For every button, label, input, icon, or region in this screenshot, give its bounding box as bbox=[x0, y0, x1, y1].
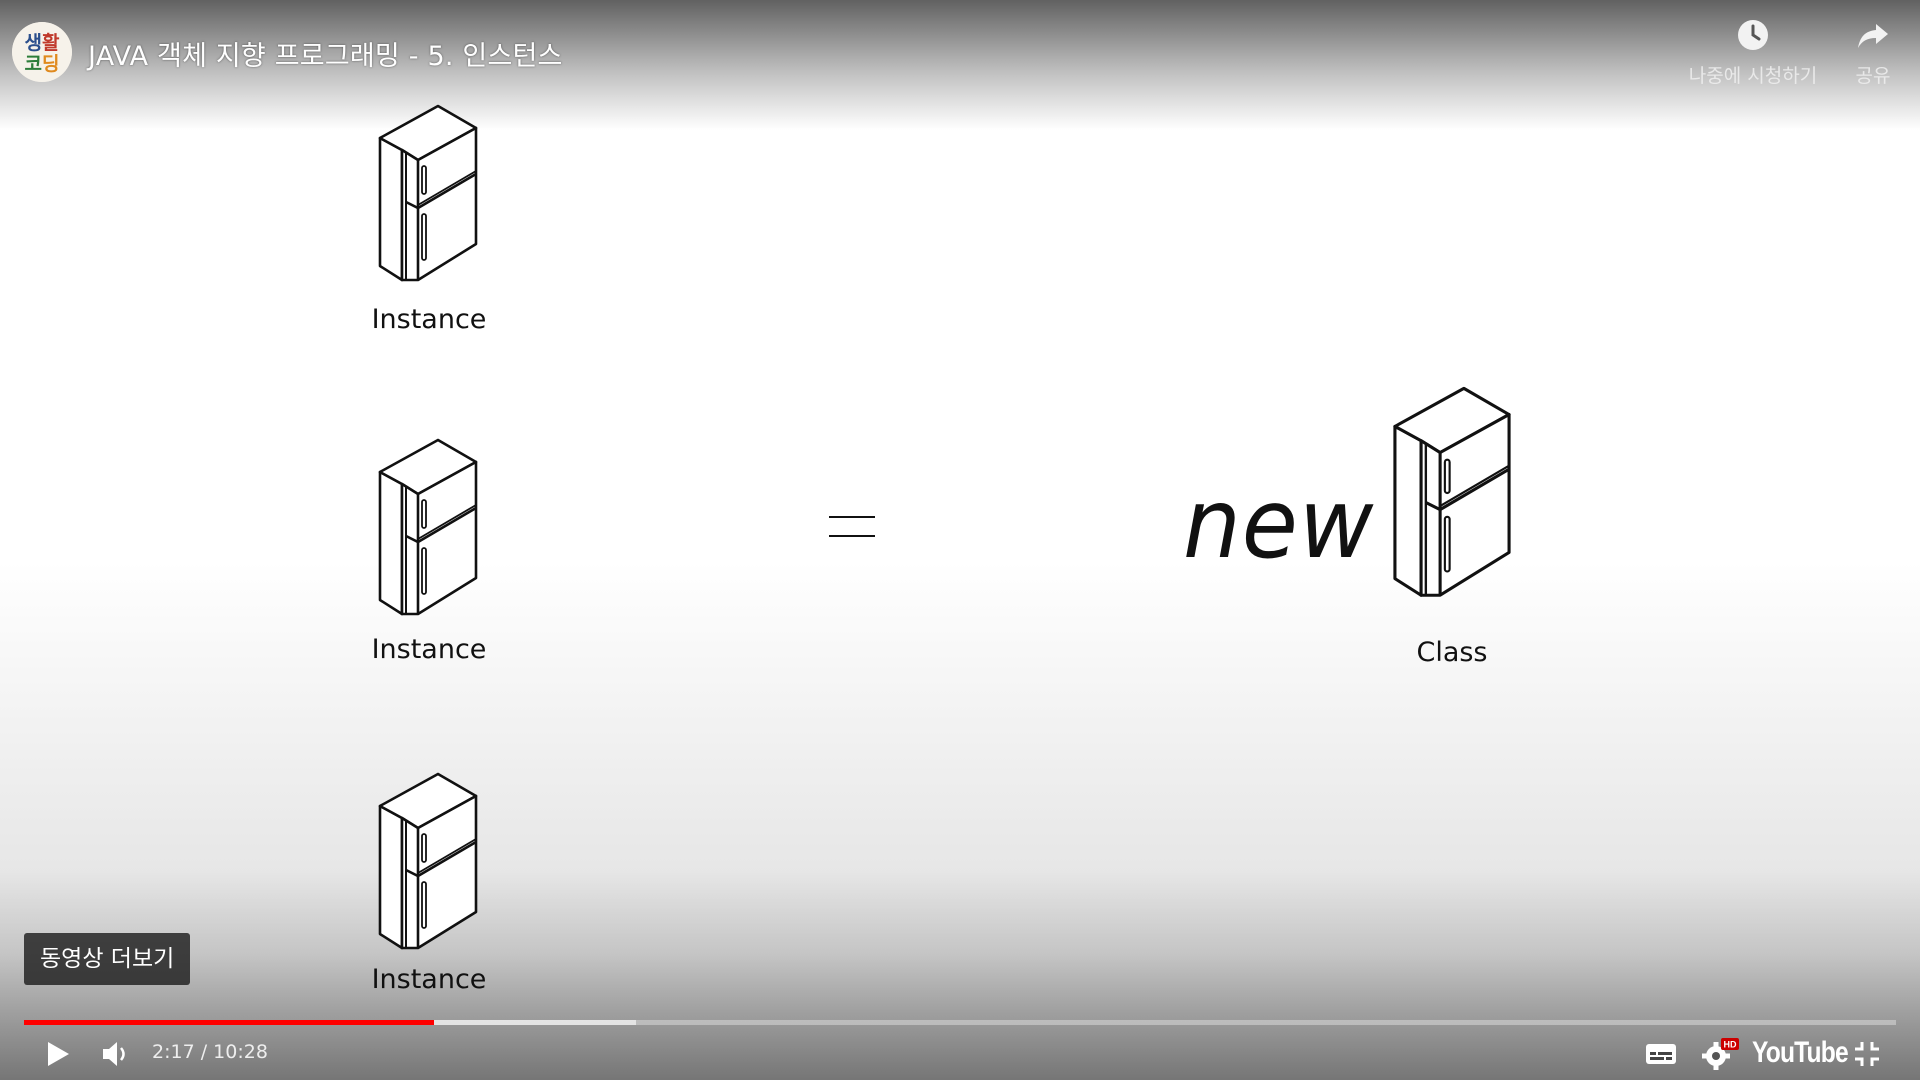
settings-icon: HD bbox=[1702, 1038, 1739, 1070]
volume-icon bbox=[103, 1042, 125, 1066]
video-title[interactable]: JAVA 객체 지향 프로그래밍 - 5. 인스턴스 bbox=[88, 41, 563, 72]
top-gradient bbox=[0, 0, 1920, 130]
share-label: 공유 bbox=[1855, 65, 1891, 87]
class-label: Class bbox=[1416, 637, 1488, 668]
svg-text:생활: 생활 bbox=[25, 32, 60, 54]
progress-bar[interactable] bbox=[24, 1020, 1896, 1025]
play-icon bbox=[48, 1042, 69, 1066]
subtitles-icon bbox=[1646, 1044, 1676, 1064]
svg-text:코딩: 코딩 bbox=[25, 53, 60, 75]
instance-label-2: Instance bbox=[371, 634, 487, 665]
volume-button[interactable] bbox=[100, 1034, 132, 1074]
watch-later-button[interactable]: 나중에 시청하기 bbox=[1668, 18, 1838, 88]
watch-later-label: 나중에 시청하기 bbox=[1688, 65, 1818, 87]
exit-fullscreen-icon bbox=[1855, 1042, 1879, 1066]
channel-avatar[interactable]: 생활 코딩 bbox=[12, 22, 72, 82]
new-keyword: new bbox=[1183, 468, 1375, 580]
channel-logo-icon: 생활 코딩 bbox=[12, 22, 72, 82]
exit-fullscreen-button[interactable] bbox=[1852, 1034, 1882, 1074]
more-videos-button[interactable]: 동영상 더보기 bbox=[24, 933, 191, 985]
instance-label-3: Instance bbox=[371, 964, 487, 995]
equals-sign bbox=[829, 516, 875, 537]
bottom-gradient bbox=[0, 870, 1920, 1080]
hd-badge-label: HD bbox=[1724, 1040, 1737, 1050]
time-display: 2:17 / 10:28 bbox=[152, 1041, 268, 1063]
settings-button[interactable]: HD bbox=[1700, 1034, 1740, 1074]
youtube-logo[interactable]: YouTube bbox=[1752, 1036, 1849, 1069]
subtitles-button[interactable] bbox=[1644, 1034, 1678, 1074]
fridge-instance-1-icon bbox=[378, 104, 478, 282]
fridge-instance-3-icon bbox=[378, 772, 478, 950]
fridge-instance-2-icon bbox=[378, 438, 478, 616]
progress-played bbox=[24, 1020, 434, 1025]
hd-badge bbox=[1721, 1038, 1739, 1050]
instance-label-1: Instance bbox=[371, 304, 487, 335]
clock-icon bbox=[1738, 20, 1768, 50]
fridge-class-icon bbox=[1393, 386, 1511, 597]
share-icon bbox=[1858, 24, 1888, 48]
play-button[interactable] bbox=[44, 1034, 72, 1074]
share-button[interactable]: 공유 bbox=[1838, 18, 1908, 88]
